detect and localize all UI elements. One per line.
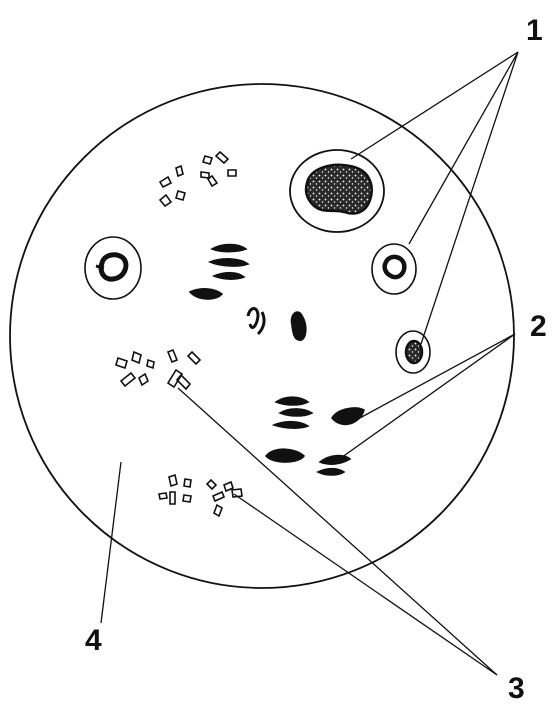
interphase-cell-small: [396, 331, 430, 373]
prophase-chromosomes-bottom: [159, 475, 242, 516]
leader-lines: [101, 52, 518, 675]
telophase-chromosomes-lower: [266, 397, 312, 462]
dividing-chromosomes-right: [318, 408, 364, 475]
interphase-cell-large: [290, 150, 384, 232]
metaphase-chromosomes-center: [248, 309, 306, 341]
interphase-cell-right: [372, 244, 416, 294]
field-of-view-circle: [10, 84, 514, 588]
interphase-cell-left: [85, 237, 141, 299]
prophase-chromosomes-middle: [116, 350, 200, 389]
prophase-chromosomes-top: [160, 152, 236, 206]
label-4-field-of-view: 4: [85, 626, 102, 656]
label-3-prophase-chromosomes: 3: [508, 674, 525, 704]
label-1-interphase: 1: [526, 16, 543, 46]
label-2-dividing-cells: 2: [530, 312, 547, 342]
anaphase-chromosomes-upper: [190, 245, 248, 300]
